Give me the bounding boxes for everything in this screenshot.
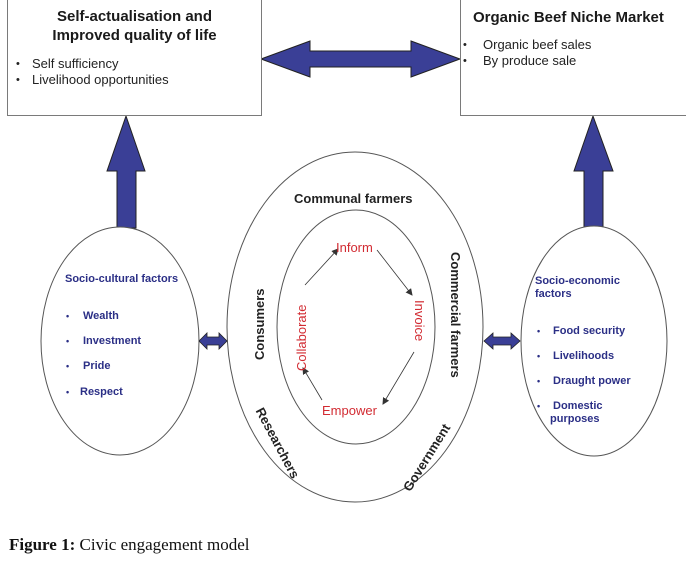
item-label: Organic beef sales	[483, 37, 592, 52]
self-actualisation-list: • Self sufficiency • Livelihood opportunit…	[8, 56, 261, 88]
list-item: • Livelihood opportunities	[8, 72, 261, 88]
list-item: • Organic beef sales	[461, 37, 686, 53]
socio-economic-item-draught-power: Draught power	[553, 375, 631, 387]
bullet-icon: •	[463, 39, 467, 51]
figure-caption: Figure 1: Civic engagement model	[9, 535, 249, 555]
item-label: By produce sale	[483, 53, 577, 68]
cycle-step-collaborate: Collaborate	[294, 304, 309, 372]
item-label: Livelihood opportunities	[32, 72, 169, 87]
list-item: • Self sufficiency	[8, 56, 261, 72]
self-actualisation-box: Self-actualisation and Improved quality …	[7, 0, 262, 116]
cycle-step-invoice: Invoice	[412, 300, 427, 342]
title-line-1: Self-actualisation and	[56, 8, 213, 25]
top-double-arrow	[259, 40, 462, 78]
socio-economic-ellipse	[520, 225, 668, 457]
organic-beef-market-title: Organic Beef Niche Market	[473, 9, 664, 26]
socio-economic-item-livelihoods: Livelihoods	[553, 350, 615, 362]
socio-cultural-item-pride: Pride	[83, 360, 111, 372]
left-small-double-arrow	[198, 332, 228, 350]
self-actualisation-title: Self-actualisation and Improved quality …	[8, 7, 261, 45]
socio-cultural-title: Socio-cultural factors	[65, 273, 179, 285]
bullet-icon: •	[537, 326, 541, 336]
bullet-icon: •	[66, 336, 70, 346]
list-item: • By produce sale	[461, 53, 686, 69]
bullet-icon: •	[66, 361, 70, 371]
cycle-arrow-empower-to-collaborate	[302, 367, 323, 401]
cycle-step-empower: Empower	[322, 403, 377, 418]
cycle-arrow-invoice-to-empower	[382, 351, 415, 405]
cycle-arrow-collaborate-to-inform	[304, 248, 339, 286]
bullet-icon: •	[66, 311, 70, 321]
organic-beef-market-list: • Organic beef sales • By produce sale	[461, 37, 686, 69]
socio-cultural-item-investment: Investment	[83, 335, 142, 347]
right-up-arrow	[573, 114, 614, 229]
socio-cultural-item-wealth: Wealth	[83, 310, 119, 322]
stakeholder-consumers: Consumers	[252, 288, 267, 360]
stakeholder-commercial-farmers: Commercial farmers	[448, 252, 463, 378]
socio-economic-title-line-2: factors	[535, 288, 572, 300]
bullet-icon: •	[66, 387, 70, 397]
figure-caption-text: Civic engagement model	[79, 535, 250, 554]
bullet-icon: •	[16, 74, 20, 86]
bullet-icon: •	[463, 55, 467, 67]
item-label: Self sufficiency	[32, 56, 119, 71]
socio-economic-title-line-1: Socio-economic	[535, 275, 620, 287]
cycle-step-inform: Inform	[336, 240, 373, 255]
title-line-2: Improved quality of life	[52, 27, 217, 44]
left-up-arrow	[106, 114, 146, 229]
right-small-double-arrow	[483, 332, 521, 350]
socio-cultural-item-respect: Respect	[80, 386, 123, 398]
bullet-icon: •	[537, 351, 541, 361]
bullet-icon: •	[537, 376, 541, 386]
socio-economic-item-purposes: purposes	[550, 413, 600, 425]
figure-caption-label: Figure 1:	[9, 535, 76, 554]
stakeholder-communal-farmers: Communal farmers	[294, 191, 413, 206]
bullet-icon: •	[16, 58, 20, 70]
organic-beef-market-box: Organic Beef Niche Market • Organic beef …	[460, 0, 686, 116]
bullet-icon: •	[537, 401, 541, 411]
engagement-inner-ellipse	[276, 209, 436, 445]
socio-economic-item-food-security: Food security	[553, 325, 626, 337]
cycle-arrow-inform-to-invoice	[376, 249, 413, 296]
socio-economic-item-domestic: Domestic	[553, 400, 603, 412]
